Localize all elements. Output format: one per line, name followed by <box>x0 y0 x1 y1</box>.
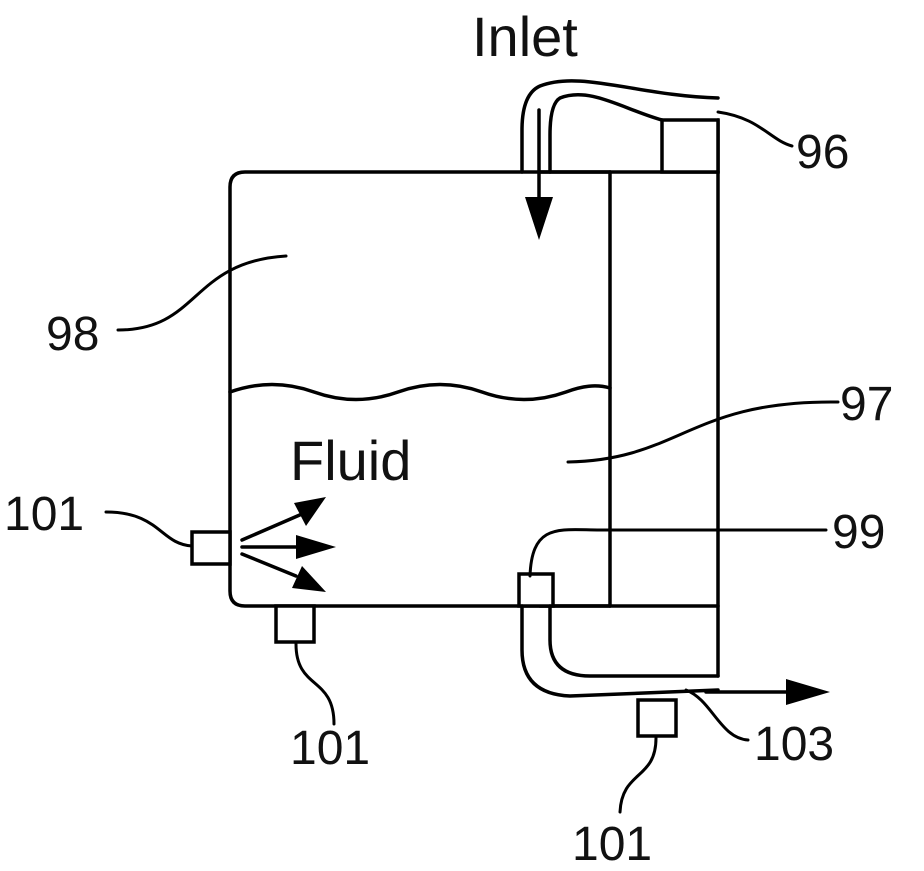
leader-101-outlet <box>620 738 656 812</box>
ref-label-98: 98 <box>46 308 99 361</box>
ref-label-101-left: 101 <box>4 488 84 541</box>
ref-label-99: 99 <box>832 506 885 559</box>
ref-label-101-bottom: 101 <box>290 722 370 775</box>
fluid-surface <box>230 385 610 400</box>
side-sensor-101 <box>192 532 230 564</box>
tank-outline <box>230 172 610 606</box>
leader-99 <box>530 530 826 576</box>
outlet-connector <box>519 574 553 606</box>
outlet-sensor-101 <box>638 700 676 736</box>
ref-label-96: 96 <box>796 126 849 179</box>
fluid-label: Fluid <box>290 429 411 492</box>
inlet-pipe-inner <box>550 95 662 172</box>
top-connector <box>662 120 718 172</box>
inlet-arrow-head <box>525 197 553 240</box>
leader-103 <box>686 690 748 740</box>
emit-arrow-up-shaft <box>242 514 302 540</box>
leader-96 <box>718 112 792 146</box>
ref-label-101-outlet: 101 <box>572 818 652 871</box>
emit-arrow-up-head <box>294 497 326 526</box>
outlet-pipe-inner <box>550 606 718 676</box>
bottom-sensor-101 <box>276 606 314 642</box>
emit-arrow-down-head <box>292 566 326 592</box>
leader-101-left <box>106 512 192 546</box>
ref-label-103: 103 <box>754 718 834 771</box>
leader-98 <box>118 256 286 330</box>
inlet-label: Inlet <box>472 5 578 68</box>
emit-arrow-mid-head <box>296 535 336 559</box>
leader-101-bottom <box>296 644 334 724</box>
outlet-arrow-head <box>786 679 830 705</box>
emit-arrow-down-shaft <box>242 554 296 576</box>
ref-label-97: 97 <box>840 378 893 431</box>
